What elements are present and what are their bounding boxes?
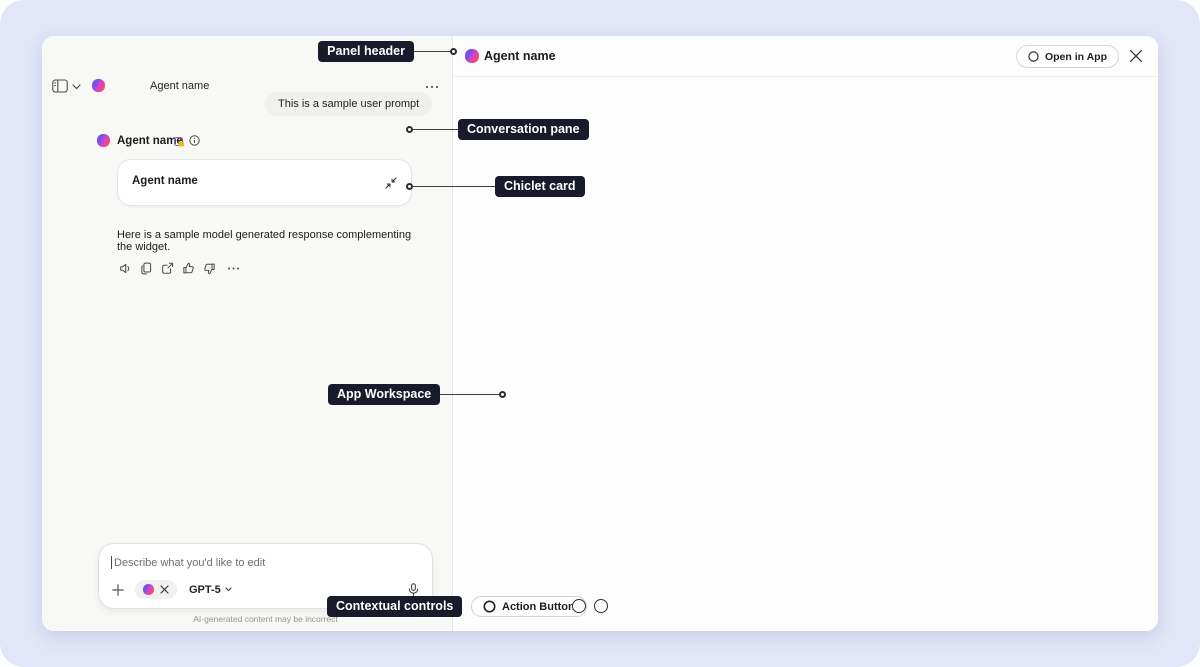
collapse-icon[interactable] — [385, 177, 397, 189]
annotation-conversation-pane: Conversation pane — [458, 119, 589, 140]
circle-control-button[interactable] — [572, 599, 586, 613]
workspace-title: Agent name — [484, 49, 556, 63]
read-aloud-icon[interactable] — [118, 261, 133, 276]
open-in-app-button[interactable]: Open in App — [1015, 45, 1119, 68]
chiclet-title: Agent name — [132, 175, 198, 187]
chevron-down-icon[interactable] — [72, 84, 81, 90]
composer-controls: GPT-5 — [111, 580, 419, 599]
annotation-connector — [413, 185, 495, 187]
copy-icon[interactable] — [139, 261, 154, 276]
thumbs-down-icon[interactable] — [202, 261, 217, 276]
response-text: Here is a sample model generated respons… — [117, 229, 412, 253]
annotation-dot — [450, 47, 457, 55]
agent-logo — [143, 584, 154, 595]
agent-permission-badge-icon — [174, 137, 185, 148]
model-name: GPT-5 — [189, 583, 221, 596]
copilot-window: Agent name This is a sample user prompt … — [42, 36, 1158, 631]
open-in-app-label: Open in App — [1044, 50, 1107, 63]
agent-logo — [97, 134, 110, 147]
chevron-down-icon — [225, 587, 232, 592]
annotation-app-workspace: App Workspace — [328, 384, 441, 405]
microphone-icon[interactable] — [408, 582, 419, 597]
info-icon[interactable] — [189, 135, 200, 146]
composer[interactable]: Describe what you'd like to edit — [98, 543, 433, 609]
annotation-dot — [406, 125, 413, 133]
agent-chip[interactable] — [135, 580, 177, 599]
chat-panel-title: Agent name — [150, 80, 210, 92]
conversation-pane: Agent name This is a sample user prompt … — [42, 36, 453, 631]
action-button-label: Action Button — [502, 600, 575, 613]
annotation-connector — [414, 50, 450, 52]
text-caret — [111, 556, 112, 569]
response-actions — [118, 261, 241, 276]
annotation-dot — [499, 390, 506, 398]
model-selector[interactable]: GPT-5 — [189, 584, 232, 596]
more-options-icon[interactable] — [425, 85, 439, 89]
add-attachment-icon[interactable] — [111, 583, 125, 597]
annotation-connector — [424, 393, 500, 395]
app-circle-icon — [1028, 51, 1039, 62]
user-message-bubble: This is a sample user prompt — [265, 92, 433, 116]
share-icon[interactable] — [160, 261, 175, 276]
ai-disclaimer: AI-generated content may be incorrect — [193, 614, 338, 624]
annotation-contextual-controls: Contextual controls — [327, 596, 463, 617]
response-agent-name: Agent name — [117, 135, 183, 147]
close-icon[interactable] — [1129, 49, 1143, 63]
remove-agent-icon[interactable] — [160, 585, 169, 594]
agent-logo — [92, 79, 105, 92]
sidebar-toggle-icon[interactable] — [52, 79, 68, 93]
panel-header: Agent name Open in App — [453, 36, 1158, 77]
annotation-dot — [406, 182, 413, 190]
annotation-chiclet-card: Chiclet card — [495, 176, 585, 197]
chiclet-card[interactable]: Agent name — [117, 159, 412, 206]
more-actions-icon[interactable] — [226, 261, 241, 276]
annotation-connector — [413, 128, 458, 130]
composer-input[interactable]: Describe what you'd like to edit — [111, 556, 265, 569]
thumbs-up-icon[interactable] — [181, 261, 196, 276]
annotation-panel-header: Panel header — [318, 41, 414, 62]
circle-control-button[interactable] — [594, 599, 608, 613]
agent-logo — [465, 49, 479, 63]
action-circle-icon — [483, 600, 496, 613]
composer-placeholder: Describe what you'd like to edit — [114, 556, 266, 569]
action-button[interactable]: Action Button — [471, 596, 587, 617]
